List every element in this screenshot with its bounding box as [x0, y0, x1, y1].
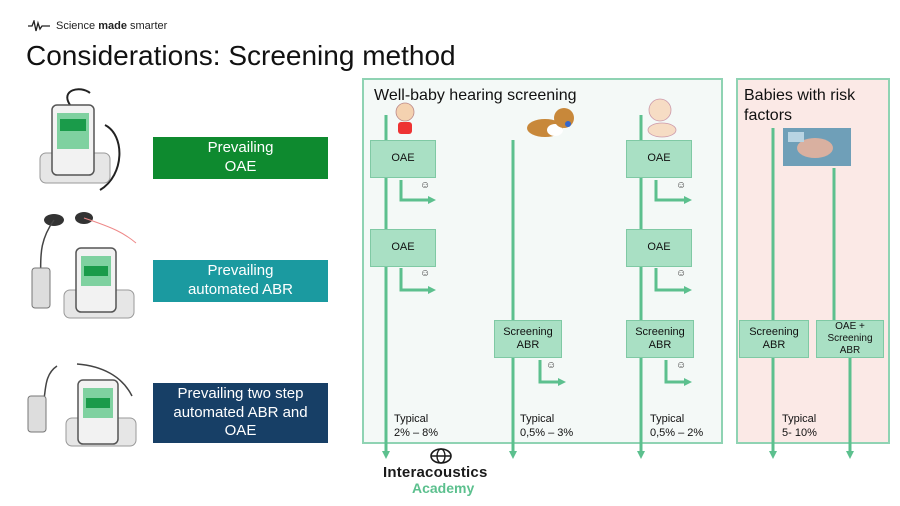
col1-typical: Typical 2% – 8%	[394, 413, 439, 440]
logo-name: Interacoustics	[383, 464, 488, 481]
col2-pass-arrow	[538, 360, 566, 386]
col1-oae-box-1: OAE	[370, 140, 436, 178]
brand-tagline: Science made smarter	[28, 20, 167, 32]
baby-crawling-icon	[527, 108, 574, 137]
logo-subtitle: Academy	[412, 480, 475, 496]
smiley-icon: ☺	[676, 180, 687, 191]
col1-oae-box-2: OAE	[370, 229, 436, 267]
risk-screening-abr-box: Screening ABR	[739, 320, 809, 358]
col2-typical: Typical 0,5% – 3%	[520, 413, 574, 440]
method-oae: Prevailing OAE	[153, 137, 328, 179]
col3-pass-arrow-3	[664, 360, 692, 386]
col1-pass-arrow-1	[399, 180, 436, 204]
smiley-icon: ☺	[676, 360, 687, 371]
oae-device-image	[39, 88, 121, 191]
abr-device-image	[31, 212, 137, 319]
col1-pass-arrow-2	[399, 268, 436, 294]
col3-typical: Typical 0,5% – 2%	[650, 413, 704, 440]
nicu-baby-photo	[783, 128, 851, 166]
smiley-icon: ☺	[420, 180, 431, 191]
method-oae-label: Prevailing OAE	[207, 139, 274, 175]
col3-oae-box-1: OAE	[626, 140, 692, 178]
col3-pass-arrow-1	[654, 180, 692, 204]
smiley-icon: ☺	[676, 268, 687, 279]
col2-screening-abr-box: Screening ABR	[494, 320, 562, 358]
method-aabr-label: Prevailing automated ABR	[187, 262, 294, 298]
risk-typical: Typical 5- 10%	[782, 413, 817, 440]
smiley-icon: ☺	[546, 360, 557, 371]
smiley-icon: ☺	[420, 268, 431, 279]
two-step-device-image	[27, 363, 137, 447]
risk-factors-title: Babies with risk factors	[744, 87, 856, 124]
waveform-icon	[28, 20, 50, 32]
col3-oae-box-2: OAE	[626, 229, 692, 267]
interacoustics-logo-icon	[430, 448, 452, 464]
well-baby-title: Well-baby hearing screening	[374, 87, 577, 104]
risk-oae-abr-box: OAE + Screening ABR	[816, 320, 884, 358]
method-aabr: Prevailing automated ABR	[153, 260, 328, 302]
col3-screening-abr-box: Screening ABR	[626, 320, 694, 358]
method-two-step: Prevailing two step automated ABR and OA…	[153, 383, 328, 443]
baby-sitting-icon	[395, 102, 415, 134]
method-two-step-label: Prevailing two step automated ABR and OA…	[173, 384, 308, 440]
page-title: Considerations: Screening method	[26, 40, 456, 71]
baby-crawling-light-icon	[647, 98, 677, 138]
col3-pass-arrow-2	[654, 268, 692, 294]
